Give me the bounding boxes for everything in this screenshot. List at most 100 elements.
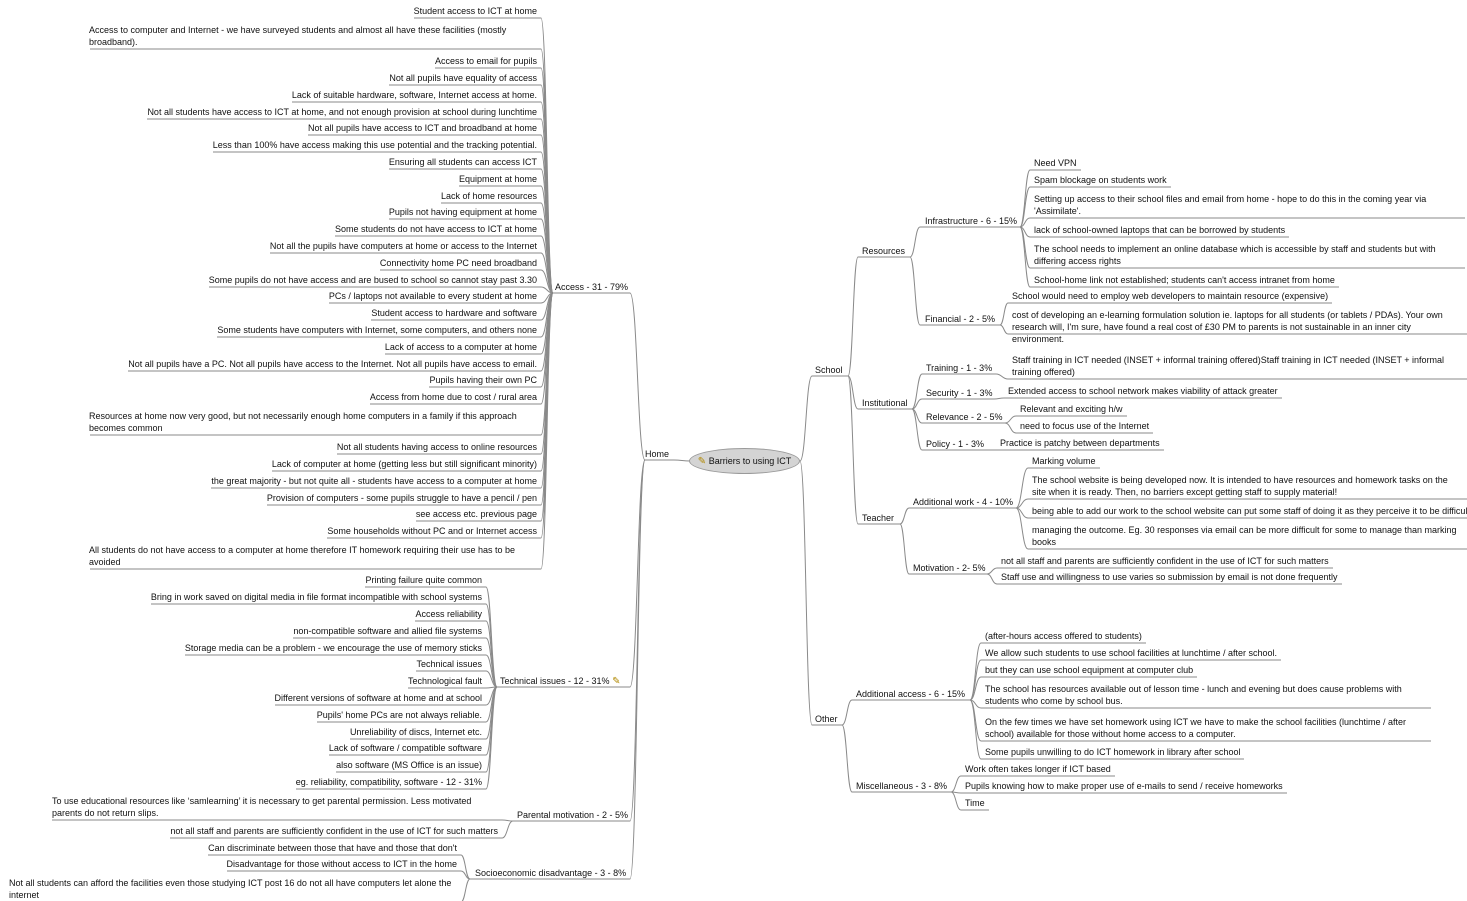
training-item[interactable]: Staff training in ICT needed (INSET + in…	[1012, 355, 1445, 377]
socio-item[interactable]: Not all students can afford the faciliti…	[9, 878, 452, 900]
access-item[interactable]: Not all students have access to ICT at h…	[147, 107, 537, 117]
additional-access-item[interactable]: We allow such students to use school fac…	[985, 648, 1277, 658]
subtopic-motivation[interactable]: Motivation - 2- 5%	[913, 563, 986, 573]
technical-item[interactable]: Bring in work saved on digital media in …	[150, 592, 482, 602]
technical-item[interactable]: Different versions of software at home a…	[274, 693, 482, 703]
access-item[interactable]: Student access to ICT at home	[413, 6, 537, 16]
subtopic-security[interactable]: Security - 1 - 3%	[926, 388, 993, 398]
technical-item[interactable]: Technological fault	[407, 676, 482, 686]
relevance-item[interactable]: need to focus use of the Internet	[1020, 421, 1150, 431]
technical-item[interactable]: Pupils' home PCs are not always reliable…	[316, 710, 482, 720]
additional-access-item[interactable]: Some pupils unwilling to do ICT homework…	[985, 747, 1241, 757]
branch-school[interactable]: School	[815, 365, 843, 375]
access-item[interactable]: Some students do not have access to ICT …	[335, 224, 537, 234]
subtopic-training[interactable]: Training - 1 - 3%	[926, 363, 993, 373]
additional-work-item[interactable]: The school website is being developed no…	[1032, 475, 1448, 497]
subtopic-socioeconomic[interactable]: Socioeconomic disadvantage - 3 - 8%	[475, 868, 627, 878]
technical-item[interactable]: Access reliability	[415, 609, 482, 619]
additional-access-item[interactable]: On the few times we have set homework us…	[985, 717, 1407, 739]
subtopic-additional-access[interactable]: Additional access - 6 - 15%	[856, 689, 966, 699]
access-item[interactable]: Lack of access to a computer at home	[384, 342, 537, 352]
subtopic-infrastructure[interactable]: Infrastructure - 6 - 15%	[925, 216, 1018, 226]
socio-item[interactable]: Disadvantage for those without access to…	[226, 859, 457, 869]
access-item[interactable]: Less than 100% have access making this u…	[212, 140, 537, 150]
subtopic-miscellaneous[interactable]: Miscellaneous - 3 - 8%	[856, 781, 948, 791]
access-item[interactable]: Connectivity home PC need broadband	[379, 258, 537, 268]
subtopic-technical-issues[interactable]: Technical issues - 12 - 31% ✎	[500, 675, 620, 688]
technical-item[interactable]: Technical issues	[416, 659, 482, 669]
technical-item[interactable]: Lack of software / compatible software	[328, 743, 482, 753]
infrastructure-item[interactable]: lack of school-owned laptops that can be…	[1034, 225, 1286, 235]
access-item[interactable]: Resources at home now very good, but not…	[89, 411, 517, 433]
socio-item[interactable]: Can discriminate between those that have…	[208, 843, 457, 853]
technical-item[interactable]: eg. reliability, compatibility, software…	[295, 777, 482, 787]
access-item[interactable]: Some students have computers with Intern…	[217, 325, 537, 335]
access-item[interactable]: Some pupils do not have access and are b…	[208, 275, 537, 285]
parental-item[interactable]: not all staff and parents are sufficient…	[170, 826, 498, 836]
miscellaneous-item[interactable]: Pupils knowing how to make proper use of…	[965, 781, 1283, 791]
branch-other[interactable]: Other	[815, 714, 838, 724]
subtopic-teacher[interactable]: Teacher	[862, 513, 895, 523]
access-item[interactable]: Not all pupils have equality of access	[389, 73, 537, 83]
access-item[interactable]: Lack of computer at home (getting less b…	[271, 459, 537, 469]
access-item[interactable]: Not all students having access to online…	[336, 442, 537, 452]
access-item[interactable]: Some households without PC and or Intern…	[327, 526, 537, 536]
technical-item[interactable]: Unreliability of discs, Internet etc.	[349, 727, 482, 737]
connector-line	[629, 459, 646, 688]
access-item[interactable]: see access etc. previous page	[415, 509, 537, 519]
access-item[interactable]: Not all the pupils have computers at hom…	[269, 241, 537, 251]
technical-item[interactable]: Printing failure quite common	[365, 575, 482, 585]
access-item[interactable]: Student access to hardware and software	[371, 308, 537, 318]
technical-item[interactable]: non-compatible software and allied file …	[293, 626, 482, 636]
subtopic-financial[interactable]: Financial - 2 - 5%	[925, 314, 996, 324]
access-item[interactable]: Not all pupils have a PC. Not all pupils…	[128, 359, 537, 369]
access-item[interactable]: All students do not have access to a com…	[89, 545, 516, 567]
access-item[interactable]: Access to computer and Internet - we hav…	[89, 25, 507, 47]
access-item[interactable]: Pupils having their own PC	[429, 375, 537, 385]
parental-item[interactable]: To use educational resources like ‘samle…	[52, 796, 472, 818]
access-item[interactable]: Not all pupils have access to ICT and br…	[308, 123, 537, 133]
access-item[interactable]: Ensuring all students can access ICT	[388, 157, 537, 167]
additional-work-item[interactable]: Marking volume	[1032, 456, 1096, 466]
technical-item[interactable]: Storage media can be a problem - we enco…	[184, 643, 482, 653]
subtopic-relevance[interactable]: Relevance - 2 - 5%	[926, 412, 1003, 422]
access-item[interactable]: Access from home due to cost / rural are…	[369, 392, 537, 402]
additional-work-item[interactable]: being able to add our work to the school…	[1032, 506, 1467, 516]
access-item[interactable]: the great majority - but not quite all -…	[211, 476, 537, 486]
access-item[interactable]: Lack of home resources	[440, 191, 537, 201]
access-item[interactable]: PCs / laptops not available to every stu…	[328, 291, 537, 301]
central-topic[interactable]: ✎ Barriers to using ICT	[689, 448, 800, 474]
subtopic-policy[interactable]: Policy - 1 - 3%	[926, 439, 985, 449]
financial-item[interactable]: cost of developing an e-learning formula…	[1012, 310, 1443, 344]
branch-home[interactable]: Home	[645, 449, 670, 459]
subtopic-parental-motivation[interactable]: Parental motivation - 2 - 5%	[517, 810, 629, 820]
infrastructure-item[interactable]: School-home link not established; studen…	[1034, 275, 1335, 285]
infrastructure-item[interactable]: The school needs to implement an online …	[1034, 244, 1436, 266]
motivation-item[interactable]: Staff use and willingness to use varies …	[1001, 572, 1338, 582]
connector-line	[969, 659, 982, 701]
access-item[interactable]: Access to email for pupils	[434, 56, 537, 66]
miscellaneous-item[interactable]: Time	[965, 798, 985, 808]
security-item[interactable]: Extended access to school network makes …	[1008, 386, 1278, 396]
infrastructure-item[interactable]: Spam blockage on students work	[1034, 175, 1167, 185]
subtopic-access[interactable]: Access - 31 - 79%	[555, 282, 629, 292]
additional-access-item[interactable]: (after-hours access offered to students)	[985, 631, 1142, 641]
motivation-item[interactable]: not all staff and parents are sufficient…	[1001, 556, 1329, 566]
subtopic-resources[interactable]: Resources	[862, 246, 906, 256]
access-item[interactable]: Pupils not having equipment at home	[388, 207, 537, 217]
additional-work-item[interactable]: managing the outcome. Eg. 30 responses v…	[1032, 525, 1457, 547]
infrastructure-item[interactable]: Need VPN	[1034, 158, 1077, 168]
relevance-item[interactable]: Relevant and exciting h/w	[1020, 404, 1123, 414]
access-item[interactable]: Lack of suitable hardware, software, Int…	[291, 90, 537, 100]
infrastructure-item[interactable]: Setting up access to their school files …	[1034, 194, 1427, 216]
miscellaneous-item[interactable]: Work often takes longer if ICT based	[965, 764, 1111, 774]
additional-access-item[interactable]: The school has resources available out o…	[985, 684, 1402, 706]
technical-item[interactable]: also software (MS Office is an issue)	[336, 760, 482, 770]
financial-item[interactable]: School would need to employ web develope…	[1012, 291, 1329, 301]
access-item[interactable]: Equipment at home	[458, 174, 537, 184]
subtopic-additional-work[interactable]: Additional work - 4 - 10%	[913, 497, 1014, 507]
additional-access-item[interactable]: but they can use school equipment at com…	[985, 665, 1194, 675]
subtopic-institutional[interactable]: Institutional	[862, 398, 908, 408]
access-item[interactable]: Provision of computers - some pupils str…	[266, 493, 537, 503]
policy-item[interactable]: Practice is patchy between departments	[1000, 438, 1160, 448]
